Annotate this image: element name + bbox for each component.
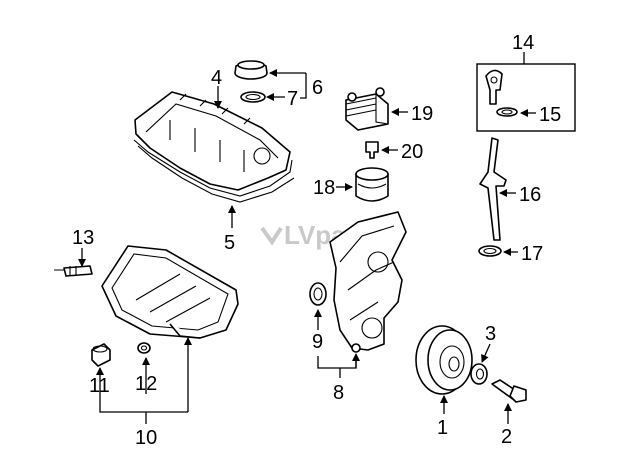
callout-labels: 4 6 7 5 19 20 18 14 15 16 17 13 9 8 11 1… [72,32,561,449]
part-oil-filler-cap[interactable] [234,60,268,80]
part-oil-pressure-sensor[interactable] [365,141,379,159]
part-filler-cap-seal[interactable] [240,91,266,103]
part-dipstick-handle[interactable] [485,69,503,105]
part-front-cover-seal[interactable] [309,282,327,306]
callout-8[interactable]: 8 [333,382,344,404]
callout-19[interactable]: 19 [411,103,433,125]
part-oil-level-sensor[interactable] [54,265,93,277]
callout-9[interactable]: 9 [312,331,323,353]
callout-2[interactable]: 2 [501,426,512,448]
part-oil-pan[interactable] [101,245,239,339]
callout-5[interactable]: 5 [224,232,235,254]
callout-12[interactable]: 12 [135,373,157,395]
callout-13[interactable]: 13 [72,227,94,249]
part-dipstick-tube[interactable] [479,137,507,241]
dipstick-kit-box [476,63,576,132]
callout-11[interactable]: 11 [89,375,110,397]
part-oil-filter[interactable] [355,167,389,202]
part-crankshaft-pulley[interactable] [415,325,473,395]
leader-lines [78,52,536,424]
part-oil-cooler[interactable] [345,87,389,131]
callout-10[interactable]: 10 [135,427,157,449]
part-timing-chain-cover[interactable] [329,211,407,353]
callout-17[interactable]: 17 [521,243,543,265]
callout-14[interactable]: 14 [512,32,534,54]
part-pulley-bolt[interactable] [491,379,527,403]
callout-15[interactable]: 15 [539,104,561,126]
part-dipstick-o-ring[interactable] [496,107,518,117]
callout-3[interactable]: 3 [485,323,496,345]
part-drain-plug-gasket[interactable] [137,342,151,354]
part-valve-cover-gasket[interactable] [133,139,295,203]
callout-20[interactable]: 20 [401,141,423,163]
callout-1[interactable]: 1 [437,417,448,439]
callout-6[interactable]: 6 [312,77,323,99]
callout-16[interactable]: 16 [519,184,541,206]
callout-18[interactable]: 18 [313,177,335,199]
part-valve-cover[interactable] [134,91,291,191]
part-pulley-washer[interactable] [470,363,488,385]
part-drain-plug[interactable] [91,343,111,367]
callout-4[interactable]: 4 [211,67,222,89]
callout-7[interactable]: 7 [287,88,298,110]
part-tube-o-ring[interactable] [478,245,502,257]
